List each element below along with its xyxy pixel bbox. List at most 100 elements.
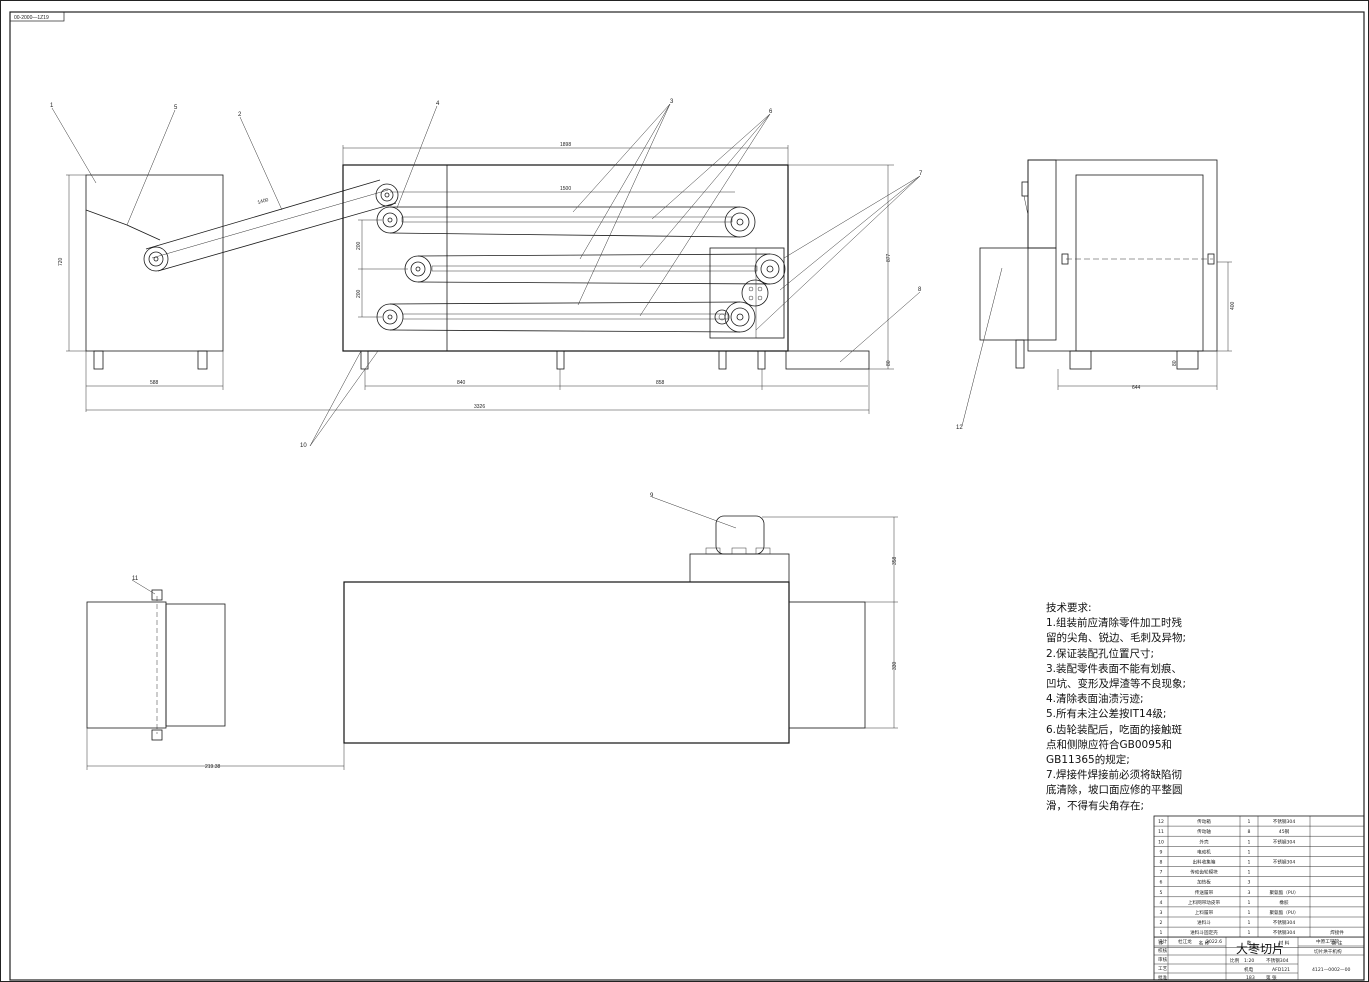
balloon-5: 5: [174, 105, 178, 111]
dim-80a: 80: [886, 360, 892, 366]
tb-r3: 审核: [1158, 956, 1168, 963]
bom-cell-note: 焊接件: [1330, 929, 1344, 936]
note-line: 3.装配零件表面不能有划痕、: [1046, 662, 1183, 675]
note-line: 凹坑、变形及焊渣等不良现象;: [1046, 678, 1187, 691]
bom-cell-name: 进料斗: [1197, 919, 1211, 926]
bom-cell-no: 2: [1160, 920, 1163, 926]
note-line: 滑，不得有尖角存在;: [1046, 799, 1145, 812]
bom-cell-mat: 橡胶: [1279, 899, 1289, 906]
tb-r1: 设计: [1158, 938, 1168, 945]
bom-cell-name: 传动齿轮模块: [1190, 869, 1218, 876]
bom-cell-no: 5: [1160, 890, 1163, 896]
notes-title: 技术要求:: [1046, 602, 1092, 614]
bom-cell-mat: 聚氨酯（PU）: [1269, 889, 1298, 896]
front-view: 720 588 1400 1898 1500: [50, 99, 923, 449]
bom-cell-no: 12: [1158, 819, 1164, 825]
note-line: 留的尖角、锐边、毛刺及异物;: [1046, 632, 1187, 645]
tb-sheet: 机电: [1244, 966, 1254, 973]
balloon-7: 7: [919, 171, 923, 177]
bom-cell-no: 6: [1160, 880, 1163, 886]
bom-cell-mat: 不锈钢304: [1273, 919, 1296, 926]
bom-cell-qty: 数: [1247, 939, 1252, 946]
balloon-12: 12: [956, 425, 963, 431]
tb-page: 第 张: [1266, 974, 1277, 981]
bom-cell-name: 传动轴: [1197, 828, 1211, 835]
dim-200b: 200: [356, 289, 362, 298]
side-view: 400 80 644 12: [956, 159, 1236, 431]
bom-cell-mat: 不锈钢304: [1273, 859, 1296, 866]
bom-cell-name: 电动机: [1197, 848, 1211, 855]
bom-cell-name: 名 称: [1199, 939, 1210, 946]
bom-cell-name: 加热板: [1197, 879, 1211, 886]
dim-858: 858: [656, 380, 665, 386]
bom-cell-no: 8: [1160, 860, 1163, 866]
bom-cell-name: 传动箱: [1197, 818, 1211, 825]
bom-cell-no: 4: [1160, 900, 1163, 906]
bom-cell-mat: 材 料: [1279, 939, 1290, 946]
bom-cell-qty: 1: [1248, 849, 1251, 855]
dim-400: 400: [1230, 301, 1236, 310]
bom-cell-qty: 1: [1248, 860, 1251, 866]
tb-weight: 183: [1246, 975, 1255, 981]
dim-1400: 1400: [257, 197, 270, 206]
bom-cell-no: 10: [1158, 839, 1164, 845]
balloon-3: 3: [670, 99, 674, 105]
balloon-11: 11: [132, 576, 139, 582]
tb-scale-label: 比例: [1230, 957, 1240, 964]
bom-cell-name: 出料收集箱: [1193, 859, 1216, 866]
dim-358: 358: [892, 556, 898, 565]
bom-cell-mat: 不锈钢304: [1273, 929, 1296, 936]
tb-r2: 校核: [1158, 947, 1168, 954]
bom-cell-no: 11: [1158, 829, 1164, 835]
tb-drawing-no: 4121—0002—00: [1312, 967, 1350, 973]
balloon-9: 9: [650, 493, 654, 499]
dim-588: 588: [150, 380, 159, 386]
bom-cell-name: 进料斗固定壳: [1190, 929, 1218, 936]
note-line: 点和侧隙应符合GB0095和: [1046, 738, 1173, 751]
drawing-frame: [9, 11, 1365, 981]
note-line: 2.保证装配孔位置尺寸;: [1046, 647, 1155, 660]
balloon-1: 1: [50, 103, 54, 109]
note-line: 5.所有未注公差按IT14级;: [1046, 708, 1167, 721]
dim-840: 840: [457, 380, 466, 386]
bom-cell-qty: 1: [1248, 930, 1251, 936]
dim-1898: 1898: [560, 142, 571, 148]
bom-cell-mat: 不锈钢304: [1273, 838, 1296, 845]
balloon-2: 2: [238, 112, 242, 118]
dim-3326: 3326: [474, 404, 485, 410]
balloon-4: 4: [436, 101, 440, 107]
bom-cell-mat: 聚氨酯（PU）: [1269, 909, 1298, 916]
top-view: 358 330 219.38 9 11: [86, 493, 898, 770]
tb-school: 中原工学院: [1316, 938, 1339, 945]
bom-cell-qty: 1: [1248, 839, 1251, 845]
bom-cell-name: 上料履带: [1195, 909, 1214, 916]
dim-21938: 219.38: [205, 764, 221, 770]
tb-machine: 切片烘干机构: [1314, 948, 1342, 955]
technical-requirements: 技术要求: 1.组装前应清除零件加工时残 留的尖角、锐边、毛刺及异物; 2.保证…: [1046, 601, 1221, 814]
dim-644: 644: [1132, 385, 1141, 391]
bom-cell-qty: 1: [1248, 910, 1251, 916]
note-line: 4.清除表面油渍污迹;: [1046, 693, 1144, 706]
tb-designer: 杜江龙: [1178, 938, 1192, 945]
bom-cell-qty: 8: [1248, 829, 1251, 835]
note-line: GB11365的规定;: [1046, 754, 1130, 767]
note-line: 底清除，坡口面应修的平整圆: [1046, 784, 1183, 797]
title-block-name: 大枣切片: [1236, 942, 1285, 956]
bom-cell-name: 外壳: [1199, 838, 1209, 845]
drawing-code-box: [9, 11, 65, 22]
bom-cell-mat: 不锈钢304: [1273, 818, 1296, 825]
bom-cell-mat: 45钢: [1279, 828, 1290, 835]
balloon-8: 8: [918, 287, 922, 293]
dim-200a: 200: [356, 241, 362, 250]
bom-cell-note: 备 注: [1332, 939, 1343, 946]
dim-80b: 80: [1172, 360, 1178, 366]
bom-cell-qty: 1: [1248, 870, 1251, 876]
bom-cell-no: 3: [1160, 910, 1163, 916]
balloon-6: 6: [769, 109, 773, 115]
dim-720: 720: [58, 257, 64, 266]
bom-cell-qty: 1: [1248, 819, 1251, 825]
note-line: 6.齿轮装配后，吃面的接触斑: [1046, 723, 1183, 736]
balloon-10: 10: [300, 443, 307, 449]
bom-cell-qty: 1: [1248, 920, 1251, 926]
